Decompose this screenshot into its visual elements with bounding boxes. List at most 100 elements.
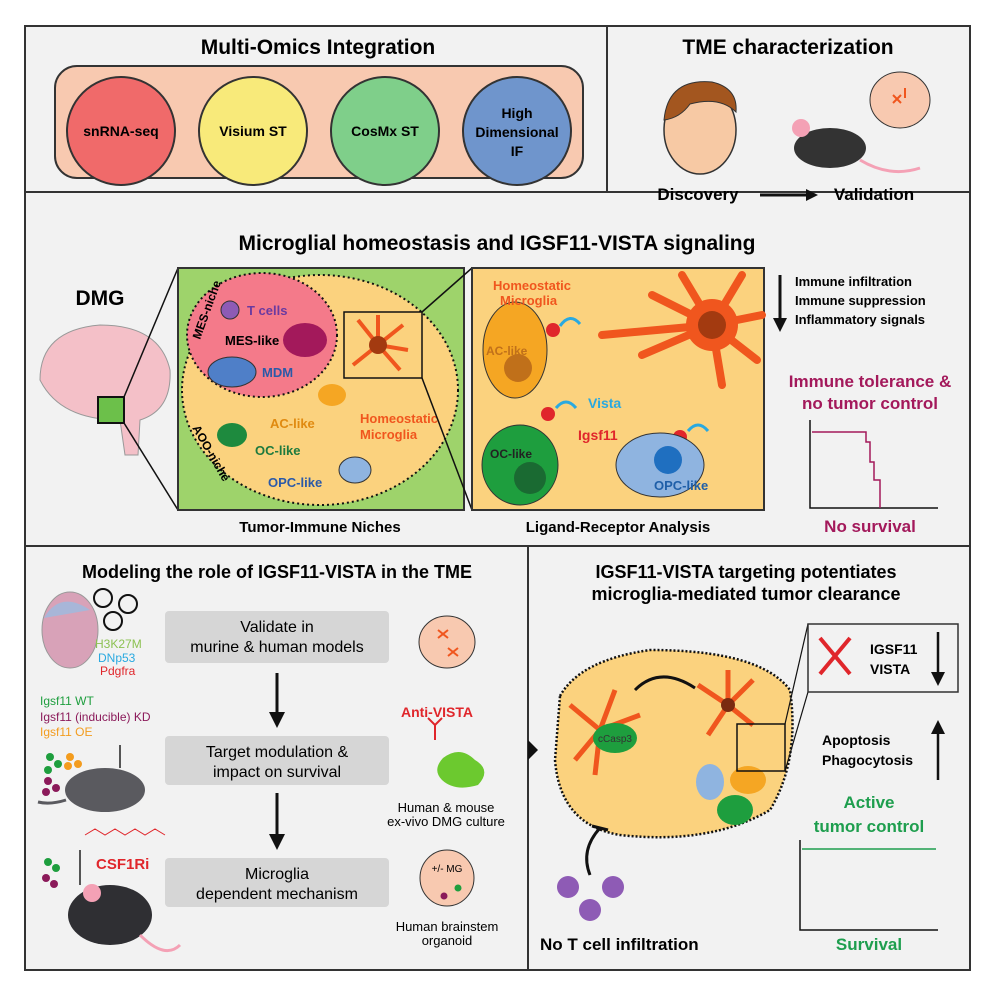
panel-title: IGSF11-VISTA targeting potentiates bbox=[595, 562, 896, 582]
tumor-control-label: tumor control bbox=[814, 817, 925, 836]
panel-pointer-icon bbox=[528, 740, 538, 760]
zoom-line bbox=[421, 267, 473, 313]
csf1ri-molecule-icon bbox=[84, 828, 166, 836]
homeostatic-microglia-label: Homeostatic bbox=[493, 278, 571, 293]
omics-label: CosMx ST bbox=[351, 123, 419, 139]
zoom-line bbox=[123, 422, 179, 511]
plasmid-icons bbox=[93, 588, 138, 631]
step-label: dependent mechanism bbox=[196, 886, 358, 903]
omics-label: Visium ST bbox=[219, 123, 287, 139]
ac-like-cell-icon bbox=[318, 384, 346, 406]
pup-icon bbox=[41, 591, 99, 669]
tumor-control-label: Active bbox=[843, 793, 894, 812]
panel-title: Microglial homeostasis and IGSF11-VISTA … bbox=[239, 232, 756, 255]
ac-like-cell-icon bbox=[730, 766, 766, 794]
homeostatic-microglia-label: Microglia bbox=[360, 427, 418, 442]
oc-like-cell-icon bbox=[481, 424, 559, 506]
effect-label: Immune infiltration bbox=[795, 274, 912, 289]
t-cells-icon bbox=[557, 824, 624, 921]
construct-label: H3K27M bbox=[95, 637, 142, 651]
down-arrow-icon bbox=[773, 275, 787, 332]
ac-like-label: AC-like bbox=[486, 344, 528, 358]
omics-label: snRNA-seq bbox=[83, 123, 158, 139]
down-arrow-icon bbox=[931, 632, 945, 686]
t-cell-icon bbox=[220, 300, 240, 320]
step-label: Validate in bbox=[240, 619, 314, 636]
mes-like-label: MES-like bbox=[225, 333, 279, 348]
antibody-icon bbox=[427, 717, 443, 740]
oc-like-label: OC-like bbox=[490, 447, 532, 461]
zoom-line bbox=[784, 623, 809, 725]
zoom-line bbox=[123, 267, 179, 398]
omics-circle-visium: Visium ST bbox=[198, 76, 308, 186]
omics-label: High bbox=[501, 105, 532, 121]
modeling-panel: Modeling the role of IGSF11-VISTA in the… bbox=[37, 562, 538, 953]
oc-like-cell-icon bbox=[217, 423, 247, 447]
panel-title: Modeling the role of IGSF11-VISTA in the… bbox=[82, 562, 472, 582]
genotype-label: Igsf11 OE bbox=[40, 725, 92, 739]
knockdown-label: VISTA bbox=[870, 661, 910, 677]
vista-label: Vista bbox=[588, 395, 621, 411]
survival-curve-full-survival bbox=[799, 840, 938, 931]
ac-like-cell-icon bbox=[482, 301, 548, 399]
omics-container bbox=[54, 65, 584, 179]
tumor-sample-icon bbox=[418, 615, 476, 669]
microglia-cell-icon bbox=[568, 670, 755, 776]
microglia-cell-icon bbox=[351, 315, 409, 372]
mes-like-cell-icon bbox=[283, 323, 327, 357]
zoom-box bbox=[343, 311, 423, 379]
omics-circle-if: High Dimensional IF bbox=[462, 76, 572, 186]
no-tcell-label: No T cell infiltration bbox=[540, 935, 699, 954]
mdm-cell-icon bbox=[207, 356, 257, 388]
multi-omics-panel: Multi-Omics Integration snRNA-seq Visium… bbox=[54, 36, 584, 186]
omics-circle-cosmx: CosMx ST bbox=[330, 76, 440, 186]
adult-mouse-icon bbox=[42, 850, 182, 953]
oc-like-cell-icon bbox=[717, 795, 753, 825]
tolerance-label: no tumor control bbox=[802, 394, 938, 413]
step-label: Microglia bbox=[245, 866, 309, 883]
discovery-label: Discovery bbox=[657, 185, 739, 204]
anti-vista-label: Anti-VISTA bbox=[401, 704, 473, 720]
ligand-receptor-analysis: Homeostatic Microglia AC-like Vista Igsf… bbox=[471, 267, 766, 536]
homeostatic-microglia-label: Microglia bbox=[500, 293, 558, 308]
ac-like-label: AC-like bbox=[270, 416, 315, 431]
validation-label: Validation bbox=[834, 185, 914, 204]
tumor-region: cCasp3 bbox=[553, 648, 794, 839]
down-arrow-icon bbox=[269, 793, 285, 850]
dmg-label: DMG bbox=[76, 287, 125, 310]
lr-caption: Ligand-Receptor Analysis bbox=[526, 519, 710, 536]
opc-like-cell-icon bbox=[615, 432, 705, 498]
construct-label: DNp53 bbox=[98, 651, 136, 665]
omics-label: IF bbox=[511, 143, 524, 159]
right-arrow-icon bbox=[760, 189, 818, 201]
omics-circle-snrna: snRNA-seq bbox=[66, 76, 176, 186]
apoptotic-cell-icon bbox=[593, 723, 637, 753]
tumor-sample-icon bbox=[869, 71, 931, 129]
microglia-cell-icon bbox=[598, 271, 766, 389]
mdm-label: MDM bbox=[262, 365, 293, 380]
cross-icon bbox=[818, 636, 852, 676]
zoom-box bbox=[736, 723, 786, 772]
microglia-panel: Microglial homeostasis and IGSF11-VISTA … bbox=[39, 232, 952, 536]
effect-label: Apoptosis bbox=[822, 732, 891, 748]
culture-label: ex-vivo DMG culture bbox=[387, 814, 505, 829]
step-label: Target modulation & bbox=[206, 744, 349, 761]
opc-like-label: OPC-like bbox=[268, 475, 322, 490]
zoom-line bbox=[421, 377, 473, 511]
cell-dots bbox=[42, 753, 82, 796]
opc-like-cell-icon bbox=[338, 456, 372, 484]
omics-label: Dimensional bbox=[475, 124, 558, 140]
csf1ri-label: CSF1Ri bbox=[96, 856, 149, 873]
ccasp3-label: cCasp3 bbox=[598, 734, 632, 745]
brain-icon bbox=[39, 324, 171, 456]
tolerance-label: Immune tolerance & bbox=[789, 372, 952, 391]
child-face-icon bbox=[663, 81, 737, 175]
step-label: impact on survival bbox=[213, 764, 341, 781]
zoom-line bbox=[784, 691, 809, 772]
panel-title: Multi-Omics Integration bbox=[201, 36, 436, 59]
step-1: Validate in murine & human models bbox=[165, 611, 389, 663]
oc-like-label: OC-like bbox=[255, 443, 301, 458]
tme-panel: TME characterization Discovery Validatio… bbox=[657, 36, 931, 204]
effect-label: Inflammatory signals bbox=[795, 312, 925, 327]
